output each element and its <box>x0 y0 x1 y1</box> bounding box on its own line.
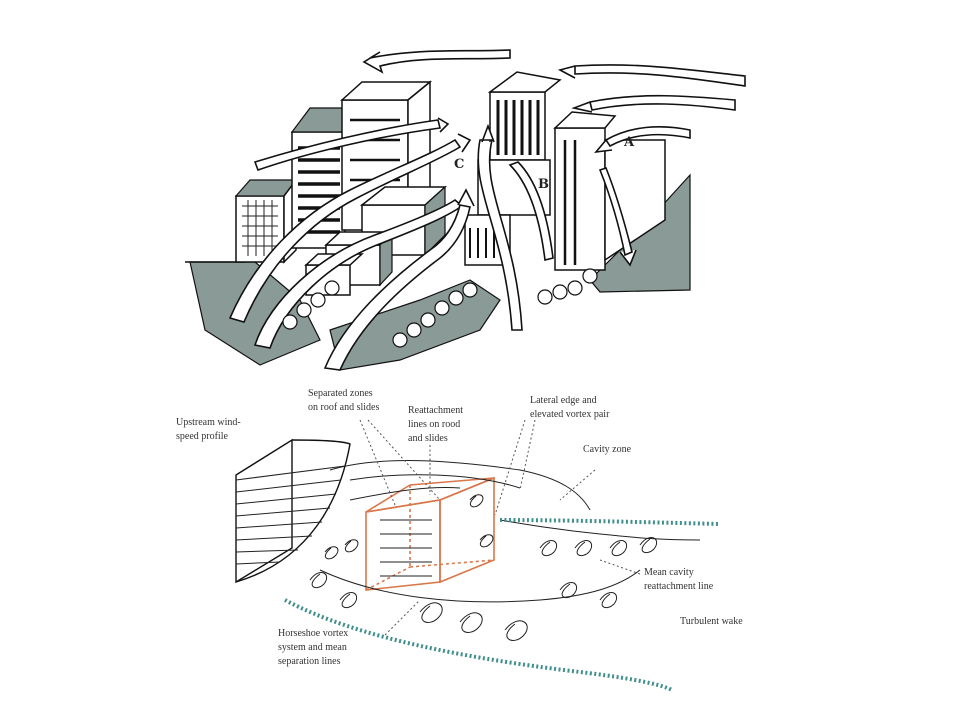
wind-arrow-right-a <box>594 126 691 154</box>
wind-arrow-roof-left <box>253 117 450 172</box>
cube-flow-diagram: Upstream wind- speed profile Separated z… <box>176 388 743 692</box>
label-mean-cavity: Mean cavity reattachment line <box>644 567 714 592</box>
separation-lines <box>284 518 721 692</box>
label-reattachment: Reattachment lines on rood and slides <box>408 405 465 444</box>
wake-loops <box>309 494 658 641</box>
label-lateral: Lateral edge and elevated vortex pair <box>530 395 610 420</box>
wind-arrow-downwash <box>598 167 637 267</box>
city-label-b: B <box>538 177 549 192</box>
wind-arrow-street <box>477 123 523 331</box>
wind-arrow-mid-right <box>571 94 736 113</box>
wind-arrow-top-right <box>557 64 746 87</box>
label-horseshoe: Horseshoe vortex system and mean separat… <box>278 628 351 667</box>
wind-arrow-sweep-1 <box>228 133 472 323</box>
label-upstream: Upstream wind- speed profile <box>176 417 243 442</box>
upstream-profile <box>235 438 351 584</box>
city-label-c: C <box>454 157 464 172</box>
wind-arrow-between <box>508 161 554 261</box>
trees <box>282 268 598 348</box>
wind-arrow-top-left <box>362 49 511 74</box>
diagram-labels: Upstream wind- speed profile Separated z… <box>176 388 743 667</box>
cube <box>365 476 495 591</box>
label-wake: Turbulent wake <box>680 616 743 627</box>
leader-lines <box>359 419 641 636</box>
cube-streamlines <box>319 460 701 603</box>
building-mid-blocks <box>304 185 447 296</box>
label-separated: Separated zones on roof and slides <box>308 388 379 413</box>
wind-arrows <box>228 49 746 371</box>
city-label-a: A <box>623 135 635 150</box>
urban-wind-illustration: C B A <box>185 49 746 371</box>
label-cavity: Cavity zone <box>583 444 632 455</box>
wind-arrow-sweep-3 <box>323 188 475 371</box>
